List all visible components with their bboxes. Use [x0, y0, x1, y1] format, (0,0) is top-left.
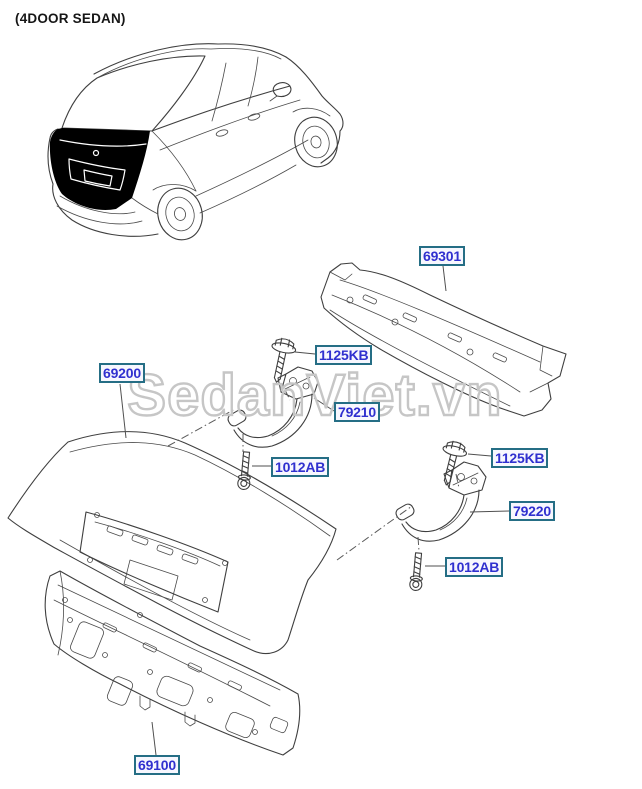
flange-bolt-right-drawing [442, 440, 468, 486]
stop-bolt-left-drawing [237, 451, 251, 490]
stop-bolt-right-drawing [409, 552, 423, 591]
part-label-hinge-bolt-left[interactable]: 1125KB [315, 345, 373, 365]
part-label-package-tray[interactable]: 69301 [419, 246, 465, 266]
flange-bolt-left-drawing [271, 337, 297, 383]
trunk-lid-drawing [7, 431, 337, 655]
car-illustration [47, 43, 344, 241]
trunk-lid-highlight [49, 128, 150, 210]
watermark-text: SedanViet.vn [127, 363, 502, 428]
part-label-trunk-lid[interactable]: 69200 [99, 363, 145, 383]
center-lines [167, 389, 460, 561]
part-label-hinge-right[interactable]: 79220 [509, 501, 555, 521]
rear-panel-drawing [44, 570, 301, 756]
part-label-hinge-left[interactable]: 79210 [334, 402, 380, 422]
part-label-stop-bolt-right[interactable]: 1012AB [445, 557, 504, 577]
part-label-stop-bolt-left[interactable]: 1012AB [271, 457, 330, 477]
trunk-hinge-right-drawing [395, 461, 487, 542]
part-label-hinge-bolt-right[interactable]: 1125KB [491, 448, 549, 468]
part-label-rear-panel[interactable]: 69100 [134, 755, 180, 775]
package-tray-panel-drawing [320, 262, 567, 417]
leader-lines [119, 265, 510, 756]
page-title: (4DOOR SEDAN) [15, 11, 126, 26]
